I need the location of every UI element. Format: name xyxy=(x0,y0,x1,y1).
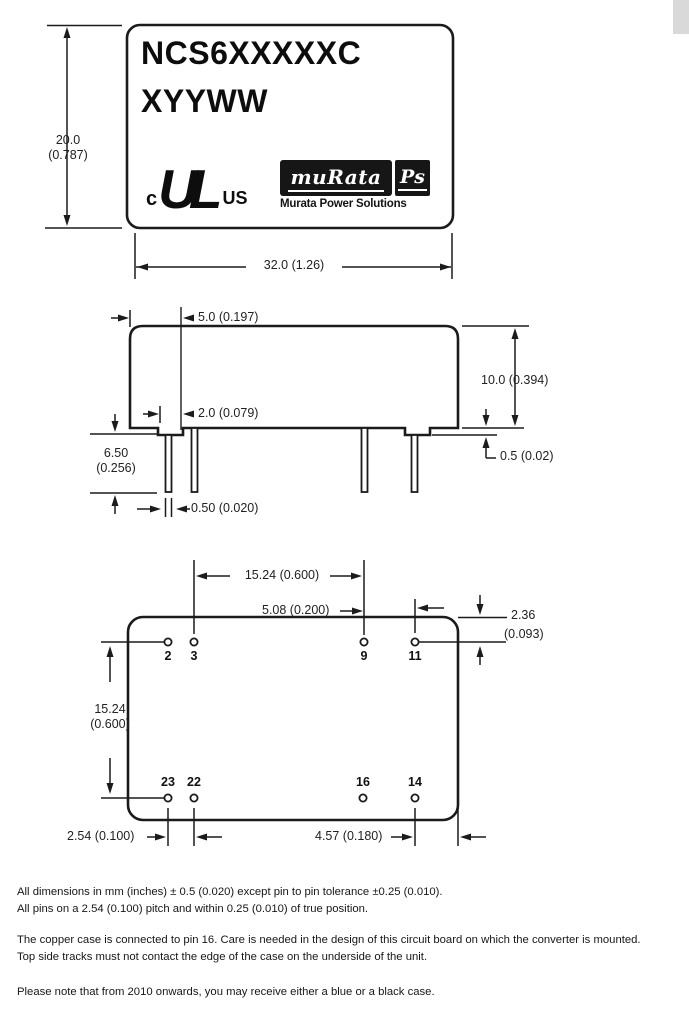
case-outline-side-view xyxy=(128,324,460,437)
scan-artifact-corner xyxy=(673,0,689,34)
dim-row-spacing-mm: 15.24 xyxy=(94,702,126,716)
arrowhead xyxy=(63,215,71,226)
arrowhead xyxy=(106,646,114,657)
arrowhead xyxy=(352,607,363,615)
dim-pitch: 2.54 (0.100) xyxy=(67,829,135,843)
murata-power-solutions-logo: muRata Ps Murata Power Solutions xyxy=(280,160,436,210)
pin-label-16: 16 xyxy=(356,775,370,789)
arrowhead xyxy=(482,437,490,448)
arrowhead xyxy=(106,783,114,794)
bottom-view-drawing xyxy=(101,560,507,846)
dim-case-height: 20.0 (0.787) xyxy=(29,133,107,163)
dim-pin-length: 6.50 (0.256) xyxy=(85,446,147,476)
dim-pin-width: 0.50 (0.020) xyxy=(191,501,259,515)
arrowhead xyxy=(183,314,194,322)
arrowhead xyxy=(511,415,519,426)
pin-label-11: 11 xyxy=(408,649,422,663)
note-case-color: Please note that from 2010 onwards, you … xyxy=(17,986,435,998)
note-tolerances-line2: All pins on a 2.54 (0.100) pitch and wit… xyxy=(17,903,369,915)
dim-32-0-lines xyxy=(134,233,453,279)
ps-badge-text: Ps xyxy=(398,166,427,191)
note-copper-case-line2: Top side tracks must not contact the edg… xyxy=(17,951,428,963)
arrowhead xyxy=(111,495,119,506)
dim-pin-gap: 5.08 (0.200) xyxy=(262,603,330,617)
arrowhead xyxy=(476,604,484,615)
dim-body-height: 10.0 (0.394) xyxy=(481,373,549,387)
dim-case-height-mm: 20.0 xyxy=(55,133,81,147)
dim-10-0-lines xyxy=(462,325,529,429)
case-outline-bottom-view xyxy=(126,615,460,822)
murata-brand-text: muRata xyxy=(287,165,385,192)
dim-pin1-offset: 5.0 (0.197) xyxy=(198,310,259,324)
note-tolerances-line1: All dimensions in mm (inches) ± 0.5 (0.0… xyxy=(17,886,443,898)
ul-mark-us-label: US xyxy=(222,188,248,208)
arrowhead xyxy=(482,415,490,426)
note-copper-case-line1: The copper case is connected to pin 16. … xyxy=(17,934,641,946)
dim-edge-to-pin-mm: 2.36 xyxy=(511,608,536,622)
murata-wordmark-icon: muRata xyxy=(280,160,392,196)
arrowhead xyxy=(476,646,484,657)
part-number-label: NCS6XXXXXC xyxy=(141,35,362,71)
extension-lines xyxy=(193,560,416,635)
arrowhead xyxy=(155,833,166,841)
side-view-drawing xyxy=(90,307,529,517)
murata-tagline: Murata Power Solutions xyxy=(280,198,407,210)
arrowhead xyxy=(196,833,207,841)
arrowhead xyxy=(511,328,519,339)
dim-case-height-inch: (0.787) xyxy=(48,148,88,162)
pin-label-9: 9 xyxy=(360,649,368,663)
pin-label-3: 3 xyxy=(190,649,198,663)
dim-edge-to-pin-inch: (0.093) xyxy=(504,627,544,641)
pin-holes xyxy=(163,637,420,803)
pin-label-2: 2 xyxy=(164,649,172,663)
dim-20-0-lines xyxy=(45,24,122,229)
dim-pin-row-span: 15.24 (0.600) xyxy=(244,568,320,582)
arrowhead xyxy=(176,505,187,513)
dim-pin-length-mm: 6.50 xyxy=(103,446,129,460)
ps-badge-icon: Ps xyxy=(395,160,430,196)
arrowhead xyxy=(196,572,207,580)
arrowhead xyxy=(402,833,413,841)
ul-certification-mark: c UL US xyxy=(146,156,248,220)
arrowhead xyxy=(440,263,451,271)
arrowhead xyxy=(63,27,71,38)
arrowhead xyxy=(417,604,428,612)
dim-standoff: 0.5 (0.02) xyxy=(500,449,554,463)
arrowhead xyxy=(137,263,148,271)
dim-pin-length-inch: (0.256) xyxy=(96,461,136,475)
arrowhead xyxy=(118,314,129,322)
date-code-label: XYYWW xyxy=(141,83,268,119)
ul-logo-icon: UL xyxy=(158,157,222,220)
side-view-pins xyxy=(164,427,419,493)
dim-corner-gap: 4.57 (0.180) xyxy=(315,829,383,843)
dim-edge-offset: 2.0 (0.079) xyxy=(198,406,259,420)
pin-label-14: 14 xyxy=(408,775,422,789)
pin-label-23: 23 xyxy=(161,775,175,789)
arrowhead xyxy=(148,410,159,418)
ul-mark-c-label: c xyxy=(146,188,158,210)
dim-row-spacing-inch: (0.600) xyxy=(90,717,130,731)
dim-case-width: 32.0 (1.26) xyxy=(263,258,325,272)
arrowhead xyxy=(183,410,194,418)
pin-label-22: 22 xyxy=(187,775,201,789)
arrowhead xyxy=(111,421,119,432)
arrowhead xyxy=(351,572,362,580)
arrowhead xyxy=(150,505,161,513)
dim-row-spacing: 15.24 (0.600) xyxy=(81,702,139,732)
arrowhead xyxy=(460,833,471,841)
